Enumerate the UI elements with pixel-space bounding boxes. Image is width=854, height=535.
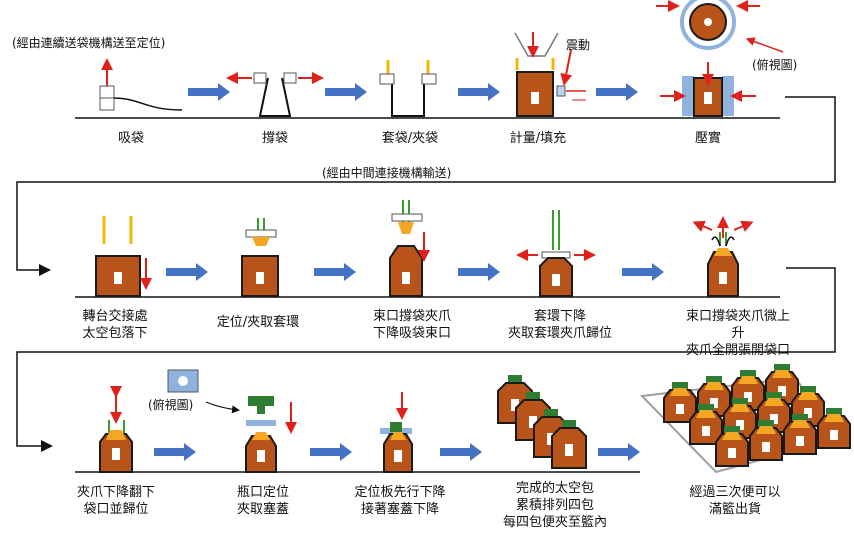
- step-ring-graphic: [241, 218, 279, 297]
- step-label-cap: 瓶口定位 夾取塞蓋: [236, 485, 290, 517]
- row1-to-row2-connector: [16, 96, 836, 276]
- step-label-claw-up: 束口撐袋夾爪微上升 夾爪全開張開袋口: [685, 309, 790, 358]
- flow-arrow-9: [154, 443, 196, 461]
- step-label-clamp: 套袋/夾袋: [381, 131, 439, 146]
- step-basket-graphic: [639, 364, 851, 474]
- step-stack-graphic: [497, 375, 587, 469]
- step-open-graphic: [226, 72, 324, 117]
- vibration-label: 震動: [566, 38, 591, 52]
- top-view-label-1: (俯視圖): [752, 58, 798, 72]
- step-fill-graphic: [514, 32, 586, 117]
- row1-transport-note: (經由連續送袋機構送至定位): [12, 36, 166, 50]
- step-drop-graphic: [95, 216, 152, 297]
- step-label-press: 壓實: [694, 131, 722, 146]
- basket-bag: [689, 404, 723, 445]
- step-label-tie: 束口撐袋夾爪 下降吸袋束口: [372, 309, 452, 341]
- flow-arrow-12: [598, 443, 640, 461]
- basket-bag: [715, 426, 749, 467]
- step-label-fold: 夾爪下降翻下 袋口並歸位: [76, 485, 156, 517]
- step-label-open: 撐袋: [261, 131, 289, 146]
- basket-bag: [817, 408, 851, 449]
- basket-bag: [749, 420, 783, 461]
- top-view-plate-graphic: [167, 369, 240, 414]
- step-label-fill: 計量/填充: [509, 131, 567, 146]
- flow-arrow-1: [188, 83, 230, 101]
- step-fold-graphic: [99, 386, 133, 473]
- step-claw-up-graphic: [692, 216, 754, 297]
- step-suction-graphic: [99, 58, 183, 111]
- row2-transport-note: (經由中間連接機構輸送): [322, 166, 452, 180]
- flow-arrow-5: [166, 263, 208, 281]
- flow-arrow-6: [314, 263, 356, 281]
- step-label-ring: 定位/夾取套環: [216, 315, 300, 330]
- flow-arrow-10: [310, 443, 352, 461]
- step-press-graphic: [656, 0, 784, 117]
- step-label-ring-down: 套環下降 夾取套環夾爪歸位: [507, 309, 613, 341]
- basket-bag: [663, 382, 697, 423]
- step-label-plate: 定位板先行下降 接著塞蓋下降: [354, 485, 446, 517]
- step-ring-down-graphic: [516, 210, 596, 297]
- step-clamp-graphic: [379, 60, 437, 117]
- step-label-drop: 轉台交接處 太空包落下: [82, 309, 148, 341]
- step-label-basket: 經過三次便可以 滿籃出貨: [689, 485, 781, 517]
- step-label-stack: 完成的太空包 累積排列四包 每四包便夾至籃內: [502, 481, 608, 530]
- top-view-label-2: (俯視圖): [148, 398, 194, 412]
- flow-arrow-4: [596, 83, 638, 101]
- step-label-suction: 吸袋: [117, 131, 145, 146]
- step-cap-graphic: [245, 396, 297, 473]
- flow-arrow-2: [325, 83, 367, 101]
- row2-to-row3-connector: [16, 267, 836, 452]
- flow-arrow-11: [440, 443, 482, 461]
- step-plate-graphic: [380, 392, 413, 473]
- flow-arrow-8: [622, 263, 664, 281]
- flow-arrow-7: [458, 263, 500, 281]
- step-tie-graphic: [389, 200, 430, 297]
- basket-bag: [783, 414, 817, 455]
- flow-arrow-3: [458, 83, 500, 101]
